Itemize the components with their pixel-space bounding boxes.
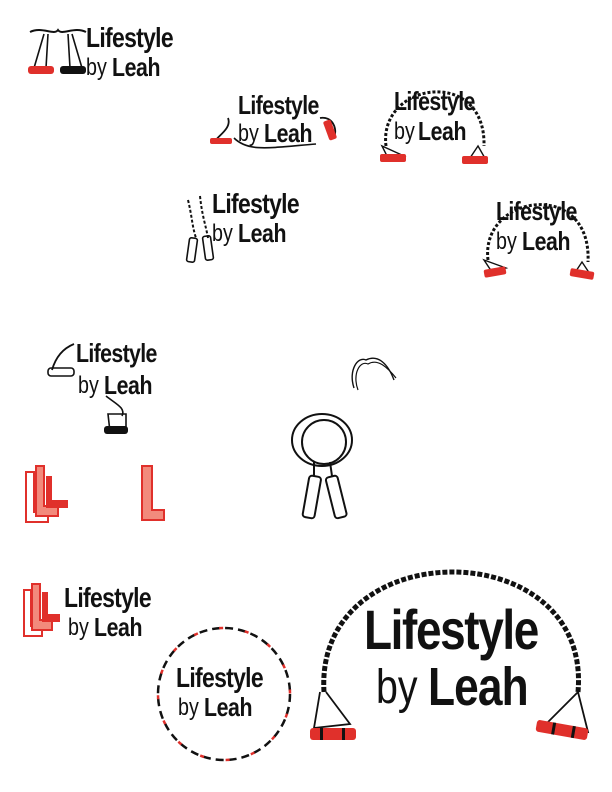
brand-leah: Leah: [204, 692, 253, 722]
logo-variant-1: Lifestyle by Leah: [24, 22, 184, 92]
jump-rope-arch-icon: [310, 569, 590, 740]
brand-by: by: [212, 220, 233, 247]
brand-by: by: [394, 118, 415, 145]
jump-rope-icon: [185, 195, 215, 263]
resistance-band-icon: [47, 343, 128, 434]
logo-variant-9: Lifestyle by Leah: [306, 552, 600, 752]
brand-by: by: [238, 120, 259, 147]
brand-leah: Leah: [264, 118, 313, 148]
brand-lifestyle: Lifestyle: [364, 598, 539, 661]
brand-leah: Leah: [418, 116, 467, 146]
brand-by: by: [376, 661, 418, 714]
logo-variant-4: Lifestyle by Leah: [182, 186, 312, 266]
logo-variant-3: Lifestyle by Leah: [374, 62, 494, 172]
stacked-l-icon: [23, 583, 60, 637]
jump-rope-arch-icon: [482, 203, 595, 280]
jump-rope-arch-icon: [380, 90, 488, 164]
dashed-circle-badge: [156, 626, 292, 762]
brand-lifestyle: Lifestyle: [212, 188, 300, 219]
brand-leah: Leah: [522, 226, 571, 256]
brand-lifestyle: Lifestyle: [238, 90, 319, 120]
rope-sketch-icon: [351, 357, 397, 391]
brand-leah: Leah: [428, 657, 529, 717]
brand-leah: Leah: [112, 52, 161, 82]
brand-lifestyle: Lifestyle: [76, 338, 157, 368]
brand-by: by: [496, 228, 517, 255]
brand-lifestyle: Lifestyle: [496, 196, 577, 226]
jump-rope-loop-icon: [291, 413, 353, 520]
brand-lifestyle: Lifestyle: [176, 662, 264, 693]
logo-variant-8: Lifestyle by Leah: [154, 624, 294, 764]
brand-lifestyle: Lifestyle: [86, 22, 174, 53]
resistance-band-icon: [210, 116, 337, 149]
logo-variant-5: Lifestyle by Leah: [478, 172, 598, 284]
logo-variant-2: Lifestyle by Leah: [208, 88, 348, 158]
resistance-band-icon: [28, 28, 87, 74]
brand-leah: Leah: [94, 612, 143, 642]
brand-leah: Leah: [104, 370, 153, 400]
brand-by: by: [68, 614, 89, 641]
brand-by: by: [178, 694, 199, 721]
brand-lifestyle: Lifestyle: [64, 582, 152, 613]
brand-by: by: [86, 54, 107, 81]
single-l-icon: [141, 465, 165, 521]
brand-by: by: [78, 372, 99, 399]
logo-variant-6: Lifestyle by Leah: [46, 336, 176, 440]
brand-leah: Leah: [238, 218, 287, 248]
brand-lifestyle: Lifestyle: [394, 86, 475, 116]
stacked-l-icon: [25, 465, 68, 523]
logo-variant-7: Lifestyle by Leah: [22, 580, 172, 650]
